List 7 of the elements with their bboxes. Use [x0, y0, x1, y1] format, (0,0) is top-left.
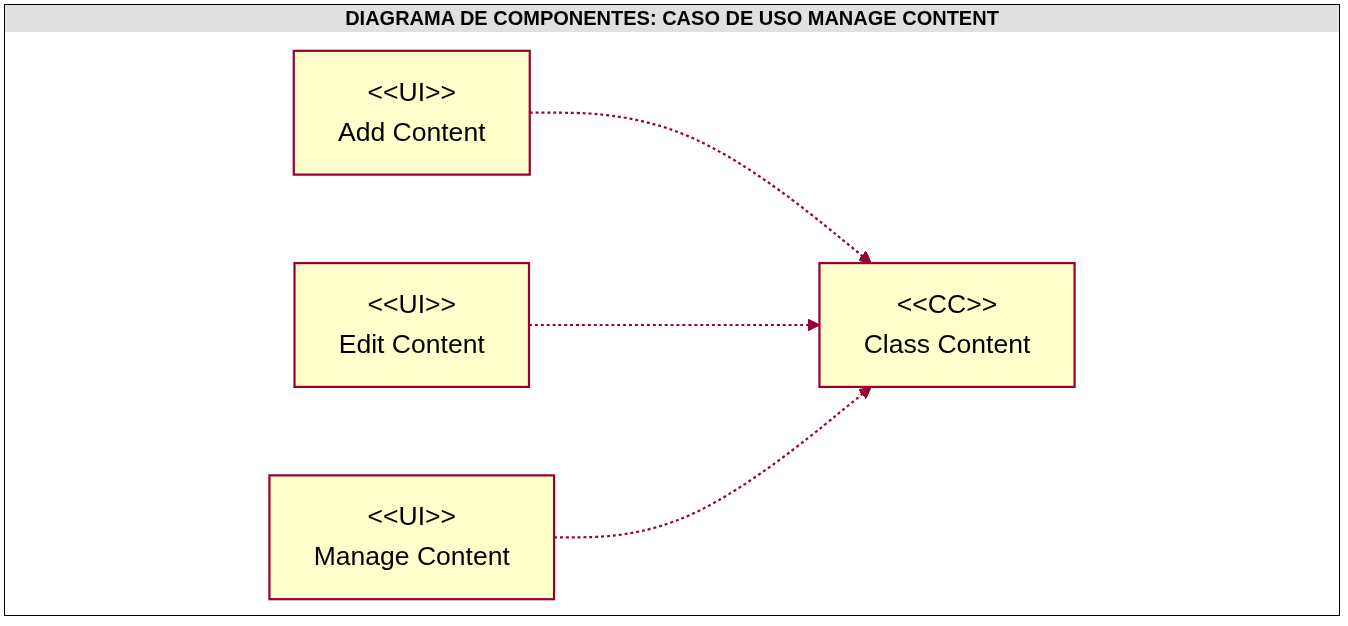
diagram-title: DIAGRAMA DE COMPONENTES: CASO DE USO MANAGE CONTENT — [5, 5, 1339, 32]
arrow — [554, 386, 872, 539]
node-box: <<CC>> Class Content — [818, 261, 1076, 389]
node-box: <<UI>> Add Content — [292, 49, 531, 176]
node-box: <<UI>> Edit Content — [293, 261, 531, 389]
arrow — [529, 111, 872, 264]
node-box: <<UI>> Manage Content — [268, 474, 556, 601]
